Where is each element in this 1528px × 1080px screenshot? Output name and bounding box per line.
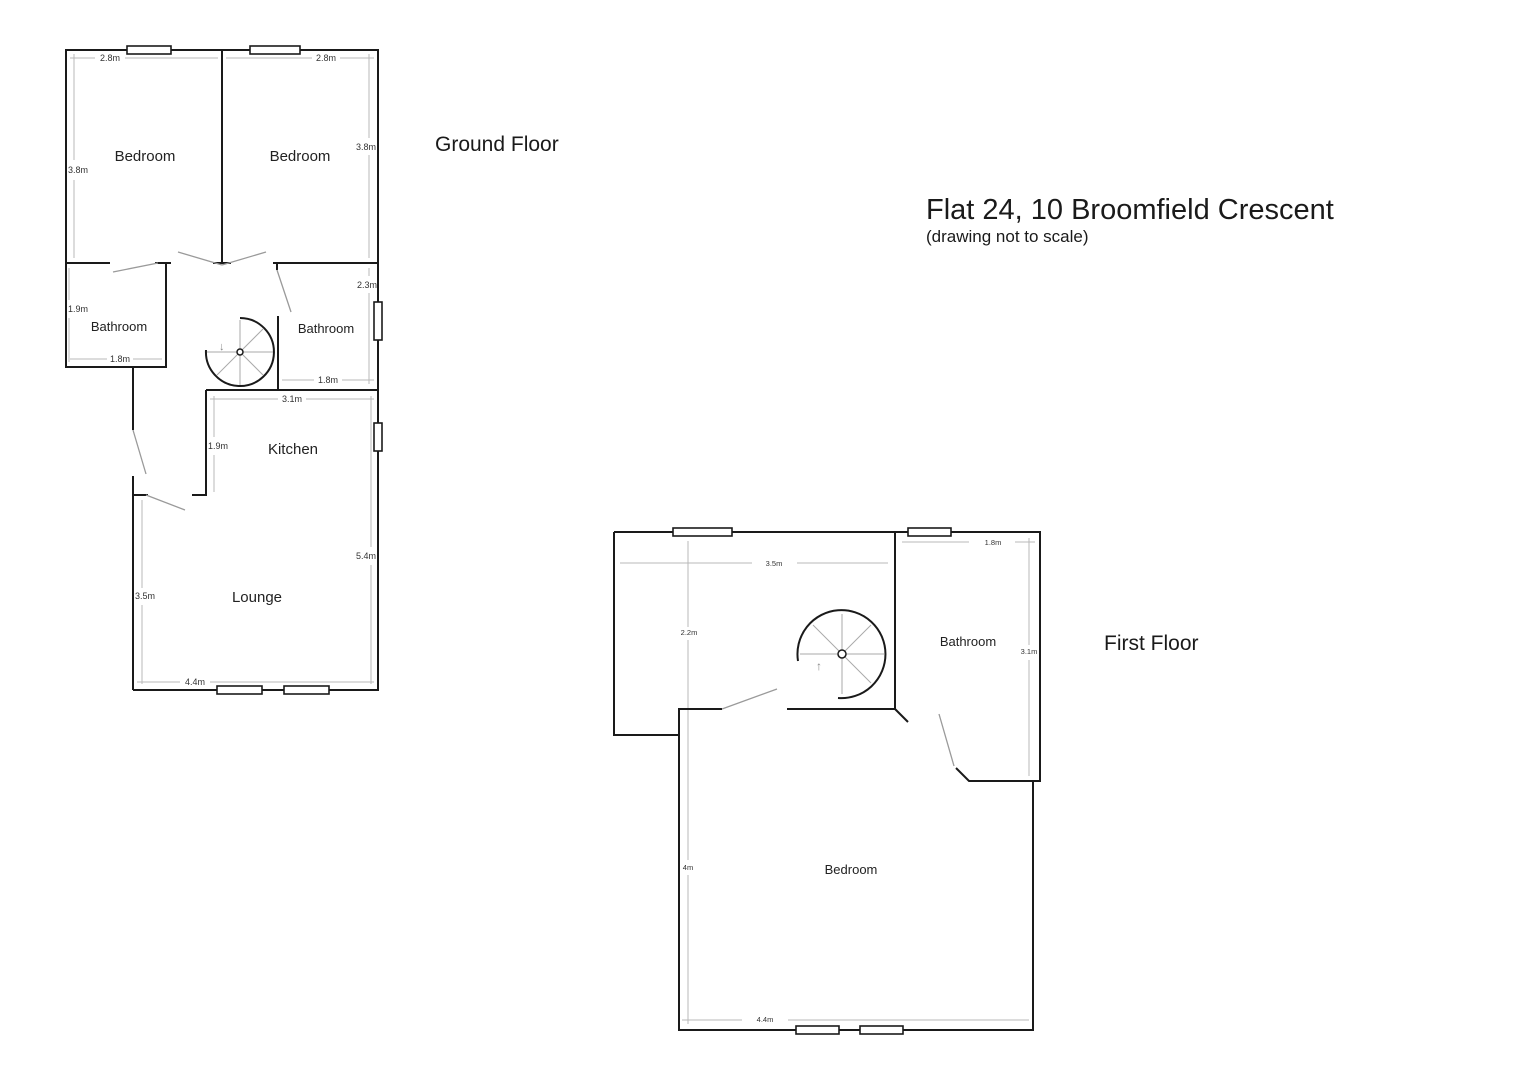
window bbox=[216, 685, 263, 695]
window bbox=[795, 1025, 840, 1035]
first-dimension-labels: 3.5m 2.2m 1.8m 3.1m 4m 4.4m bbox=[681, 538, 1038, 1024]
dim-first-bathroom-width: 1.8m bbox=[985, 538, 1002, 547]
dim-lounge-width: 4.4m bbox=[185, 677, 205, 687]
window bbox=[283, 685, 330, 695]
window bbox=[907, 527, 952, 537]
dim-bathroom-2-width: 1.8m bbox=[318, 375, 338, 385]
ground-dimension-labels: 2.8m 2.8m 3.8m 3.8m 1.9m 1.8m 2.3m 1.8m … bbox=[68, 53, 377, 687]
first-walls bbox=[613, 531, 1041, 1031]
ground-floor-plan: ↓ Bedroom Bedroom Bathroom Bathroom Kitc… bbox=[65, 45, 383, 695]
dim-bedroom-1-depth: 3.8m bbox=[68, 165, 88, 175]
window bbox=[373, 301, 383, 341]
dim-landing-depth: 2.2m bbox=[681, 628, 698, 637]
dim-landing-width: 3.5m bbox=[766, 559, 783, 568]
window bbox=[126, 45, 172, 55]
ground-windows bbox=[126, 45, 383, 695]
ground-spiral-staircase: ↓ bbox=[204, 317, 275, 387]
window bbox=[373, 422, 383, 452]
room-label-bedroom-1: Bedroom bbox=[115, 148, 176, 165]
stairs-down-arrow-icon: ↓ bbox=[219, 341, 225, 353]
room-label-first-bedroom: Bedroom bbox=[825, 862, 878, 877]
window bbox=[672, 527, 733, 537]
scale-note: (drawing not to scale) bbox=[926, 227, 1089, 246]
dim-bedroom-1-width: 2.8m bbox=[100, 53, 120, 63]
first-windows bbox=[672, 527, 952, 1035]
first-floor-plan: ↑ Bathroom Bedroom 3.5m 2.2m 1.8m 3.1m 4… bbox=[613, 527, 1041, 1035]
dim-first-bathroom-depth: 3.1m bbox=[1021, 647, 1038, 656]
first-spiral-staircase: ↑ bbox=[796, 609, 887, 700]
first-dimension-lines bbox=[620, 538, 1035, 1024]
property-address-title: Flat 24, 10 Broomfield Crescent bbox=[926, 194, 1334, 226]
dim-bedroom-2-depth: 3.8m bbox=[356, 142, 376, 152]
dim-lounge-total-depth: 5.4m bbox=[356, 551, 376, 561]
ground-floor-label: Ground Floor bbox=[435, 133, 559, 156]
room-label-bedroom-2: Bedroom bbox=[270, 148, 331, 165]
first-door-swings bbox=[721, 688, 955, 767]
ground-door-swings bbox=[112, 251, 292, 511]
dim-bedroom-2-width: 2.8m bbox=[316, 53, 336, 63]
first-room-labels: Bathroom Bedroom bbox=[825, 634, 997, 877]
dim-kitchen-depth: 1.9m bbox=[208, 441, 228, 451]
stairs-up-arrow-icon: ↑ bbox=[816, 659, 822, 673]
dim-bathroom-1-depth: 1.9m bbox=[68, 304, 88, 314]
dim-bathroom-2-depth: 2.3m bbox=[357, 280, 377, 290]
room-label-lounge: Lounge bbox=[232, 589, 282, 606]
dim-bathroom-1-width: 1.8m bbox=[110, 354, 130, 364]
dim-kitchen-width: 3.1m bbox=[282, 394, 302, 404]
room-label-bathroom-2: Bathroom bbox=[298, 321, 354, 336]
window bbox=[249, 45, 301, 55]
room-label-kitchen: Kitchen bbox=[268, 441, 318, 458]
dim-first-bedroom-depth: 4m bbox=[683, 863, 693, 872]
dim-first-bedroom-width: 4.4m bbox=[757, 1015, 774, 1024]
ground-dimension-lines bbox=[68, 54, 374, 684]
ground-room-labels: Bedroom Bedroom Bathroom Bathroom Kitche… bbox=[91, 148, 354, 606]
room-label-bathroom-1: Bathroom bbox=[91, 319, 147, 334]
room-label-first-bathroom: Bathroom bbox=[940, 634, 996, 649]
first-floor-label: First Floor bbox=[1104, 632, 1199, 655]
window bbox=[859, 1025, 904, 1035]
dim-lounge-depth: 3.5m bbox=[135, 591, 155, 601]
